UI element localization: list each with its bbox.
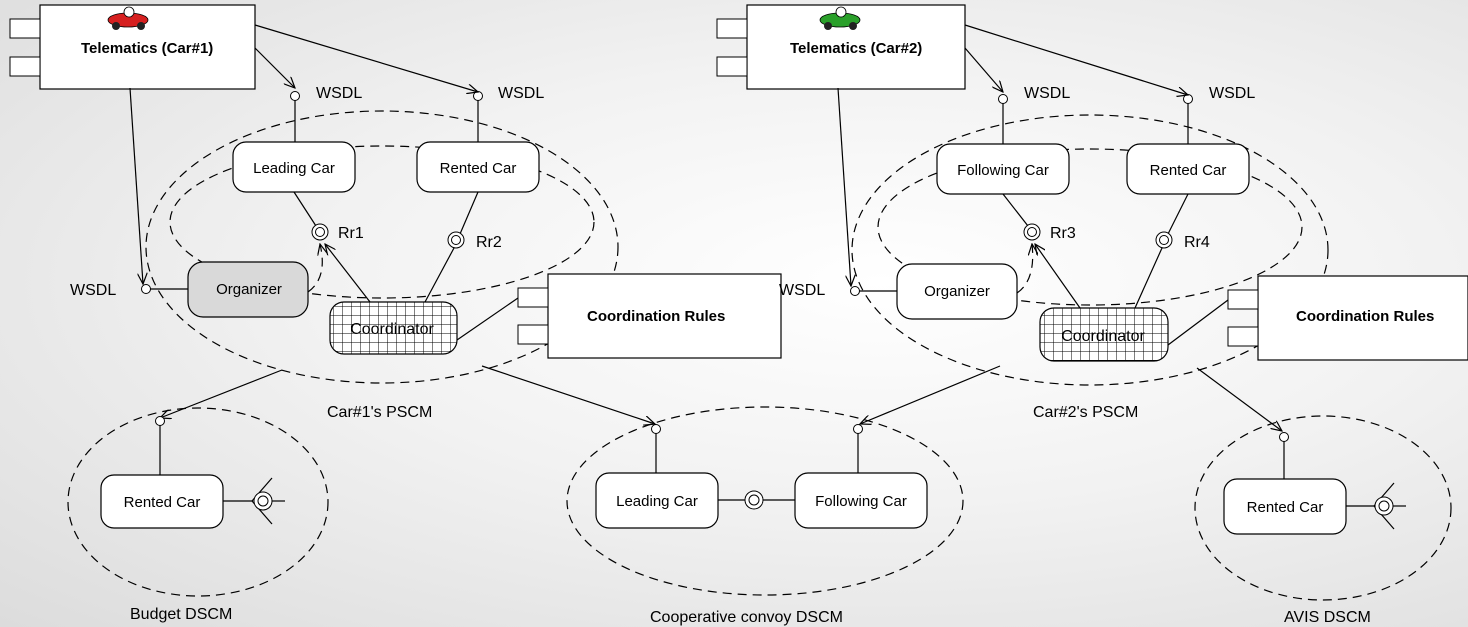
budget-dscm-group: Rented Car Budget DSCM bbox=[67, 369, 329, 623]
telematics-car1-component: Telematics (Car#1) bbox=[9, 4, 256, 90]
car2-pscm-group: WSDL WSDL Following Car Rented Car Rr3 R… bbox=[779, 24, 1468, 421]
budget-dscm-caption: Budget DSCM bbox=[130, 606, 232, 623]
component-port-icon bbox=[9, 18, 41, 39]
budget-dscm-boundary bbox=[67, 407, 329, 597]
wsdl-interface-icon bbox=[651, 424, 661, 434]
coordination-rules-component bbox=[547, 273, 782, 359]
wsdl-label: WSDL bbox=[316, 85, 362, 102]
wsdl-interface-icon bbox=[141, 284, 151, 294]
organizer-label: Organizer bbox=[924, 283, 990, 300]
car1-inner-boundary bbox=[169, 145, 595, 299]
rented-car-label: Rented Car bbox=[1150, 162, 1227, 179]
leading-car-label: Leading Car bbox=[616, 493, 698, 510]
wsdl-label: WSDL bbox=[1024, 85, 1070, 102]
telematics-car2-title: Telematics (Car#2) bbox=[790, 40, 922, 57]
wsdl-label: WSDL bbox=[498, 85, 544, 102]
coordination-rules-label: Coordination Rules bbox=[1296, 308, 1434, 325]
car2-pscm-caption: Car#2's PSCM bbox=[1033, 404, 1138, 421]
rented-car-label: Rented Car bbox=[1247, 499, 1324, 516]
wsdl-label: WSDL bbox=[779, 282, 825, 299]
avis-dscm-caption: AVIS DSCM bbox=[1284, 609, 1371, 626]
coordination-rules-label: Coordination Rules bbox=[587, 308, 725, 325]
following-car-label: Following Car bbox=[815, 493, 907, 510]
coordinator-component bbox=[1039, 307, 1169, 362]
organizer-label: Organizer bbox=[216, 281, 282, 298]
convoy-dscm-boundary bbox=[566, 406, 964, 596]
convoy-dscm-group: Leading Car Following Car Cooperative co… bbox=[481, 365, 1001, 626]
rr4-label: Rr4 bbox=[1184, 234, 1210, 251]
wsdl-interface-icon bbox=[473, 91, 483, 101]
organizer-component bbox=[187, 261, 309, 318]
wsdl-interface-icon bbox=[1183, 94, 1193, 104]
avis-dscm-boundary bbox=[1194, 415, 1452, 601]
component-port-icon bbox=[716, 18, 748, 39]
role-fork-interface-icon bbox=[1346, 482, 1406, 530]
wsdl-label: WSDL bbox=[70, 282, 116, 299]
wsdl-interface-icon bbox=[290, 91, 300, 101]
coordination-rules-component bbox=[1257, 275, 1468, 361]
rented-car-label: Rented Car bbox=[124, 494, 201, 511]
coordinator-label: Coordinator bbox=[1061, 328, 1145, 345]
car2-inner-boundary bbox=[877, 148, 1303, 306]
coordinator-label: Coordinator bbox=[350, 321, 434, 338]
rented-car-label: Rented Car bbox=[440, 160, 517, 177]
wsdl-interface-icon bbox=[1279, 432, 1289, 442]
telematics-car1-title: Telematics (Car#1) bbox=[81, 40, 213, 57]
car1-pscm-caption: Car#1's PSCM bbox=[327, 404, 432, 421]
component-port-icon bbox=[1227, 326, 1259, 347]
organizer-component bbox=[896, 263, 1018, 320]
component-port-icon bbox=[1227, 289, 1259, 310]
wsdl-label: WSDL bbox=[1209, 85, 1255, 102]
component-port-icon bbox=[517, 287, 549, 308]
car1-pscm-group: WSDL WSDL Leading Car Rented Car Rr1 Rr2… bbox=[70, 24, 782, 421]
car2-pscm-boundary bbox=[851, 114, 1329, 386]
coordinator-component bbox=[329, 301, 458, 355]
green-race-car-icon bbox=[819, 6, 861, 30]
avis-dscm-group: Rented Car AVIS DSCM bbox=[1194, 367, 1452, 626]
convoy-dscm-caption: Cooperative convoy DSCM bbox=[650, 609, 843, 626]
wsdl-interface-icon bbox=[850, 286, 860, 296]
role-fork-interface-icon bbox=[223, 477, 285, 525]
car1-pscm-boundary bbox=[145, 110, 619, 384]
following-car-role bbox=[794, 472, 928, 529]
component-port-icon bbox=[517, 324, 549, 345]
leading-car-label: Leading Car bbox=[253, 160, 335, 177]
rr1-label: Rr1 bbox=[338, 225, 364, 242]
wsdl-interface-icon bbox=[155, 416, 165, 426]
rr3-label: Rr3 bbox=[1050, 225, 1076, 242]
red-race-car-icon bbox=[107, 6, 149, 30]
component-port-icon bbox=[716, 56, 748, 77]
rr2-label: Rr2 bbox=[476, 234, 502, 251]
wsdl-interface-icon bbox=[853, 424, 863, 434]
telematics-car2-component: Telematics (Car#2) bbox=[716, 4, 966, 90]
wsdl-interface-icon bbox=[998, 94, 1008, 104]
following-car-label: Following Car bbox=[957, 162, 1049, 179]
component-port-icon bbox=[9, 56, 41, 77]
